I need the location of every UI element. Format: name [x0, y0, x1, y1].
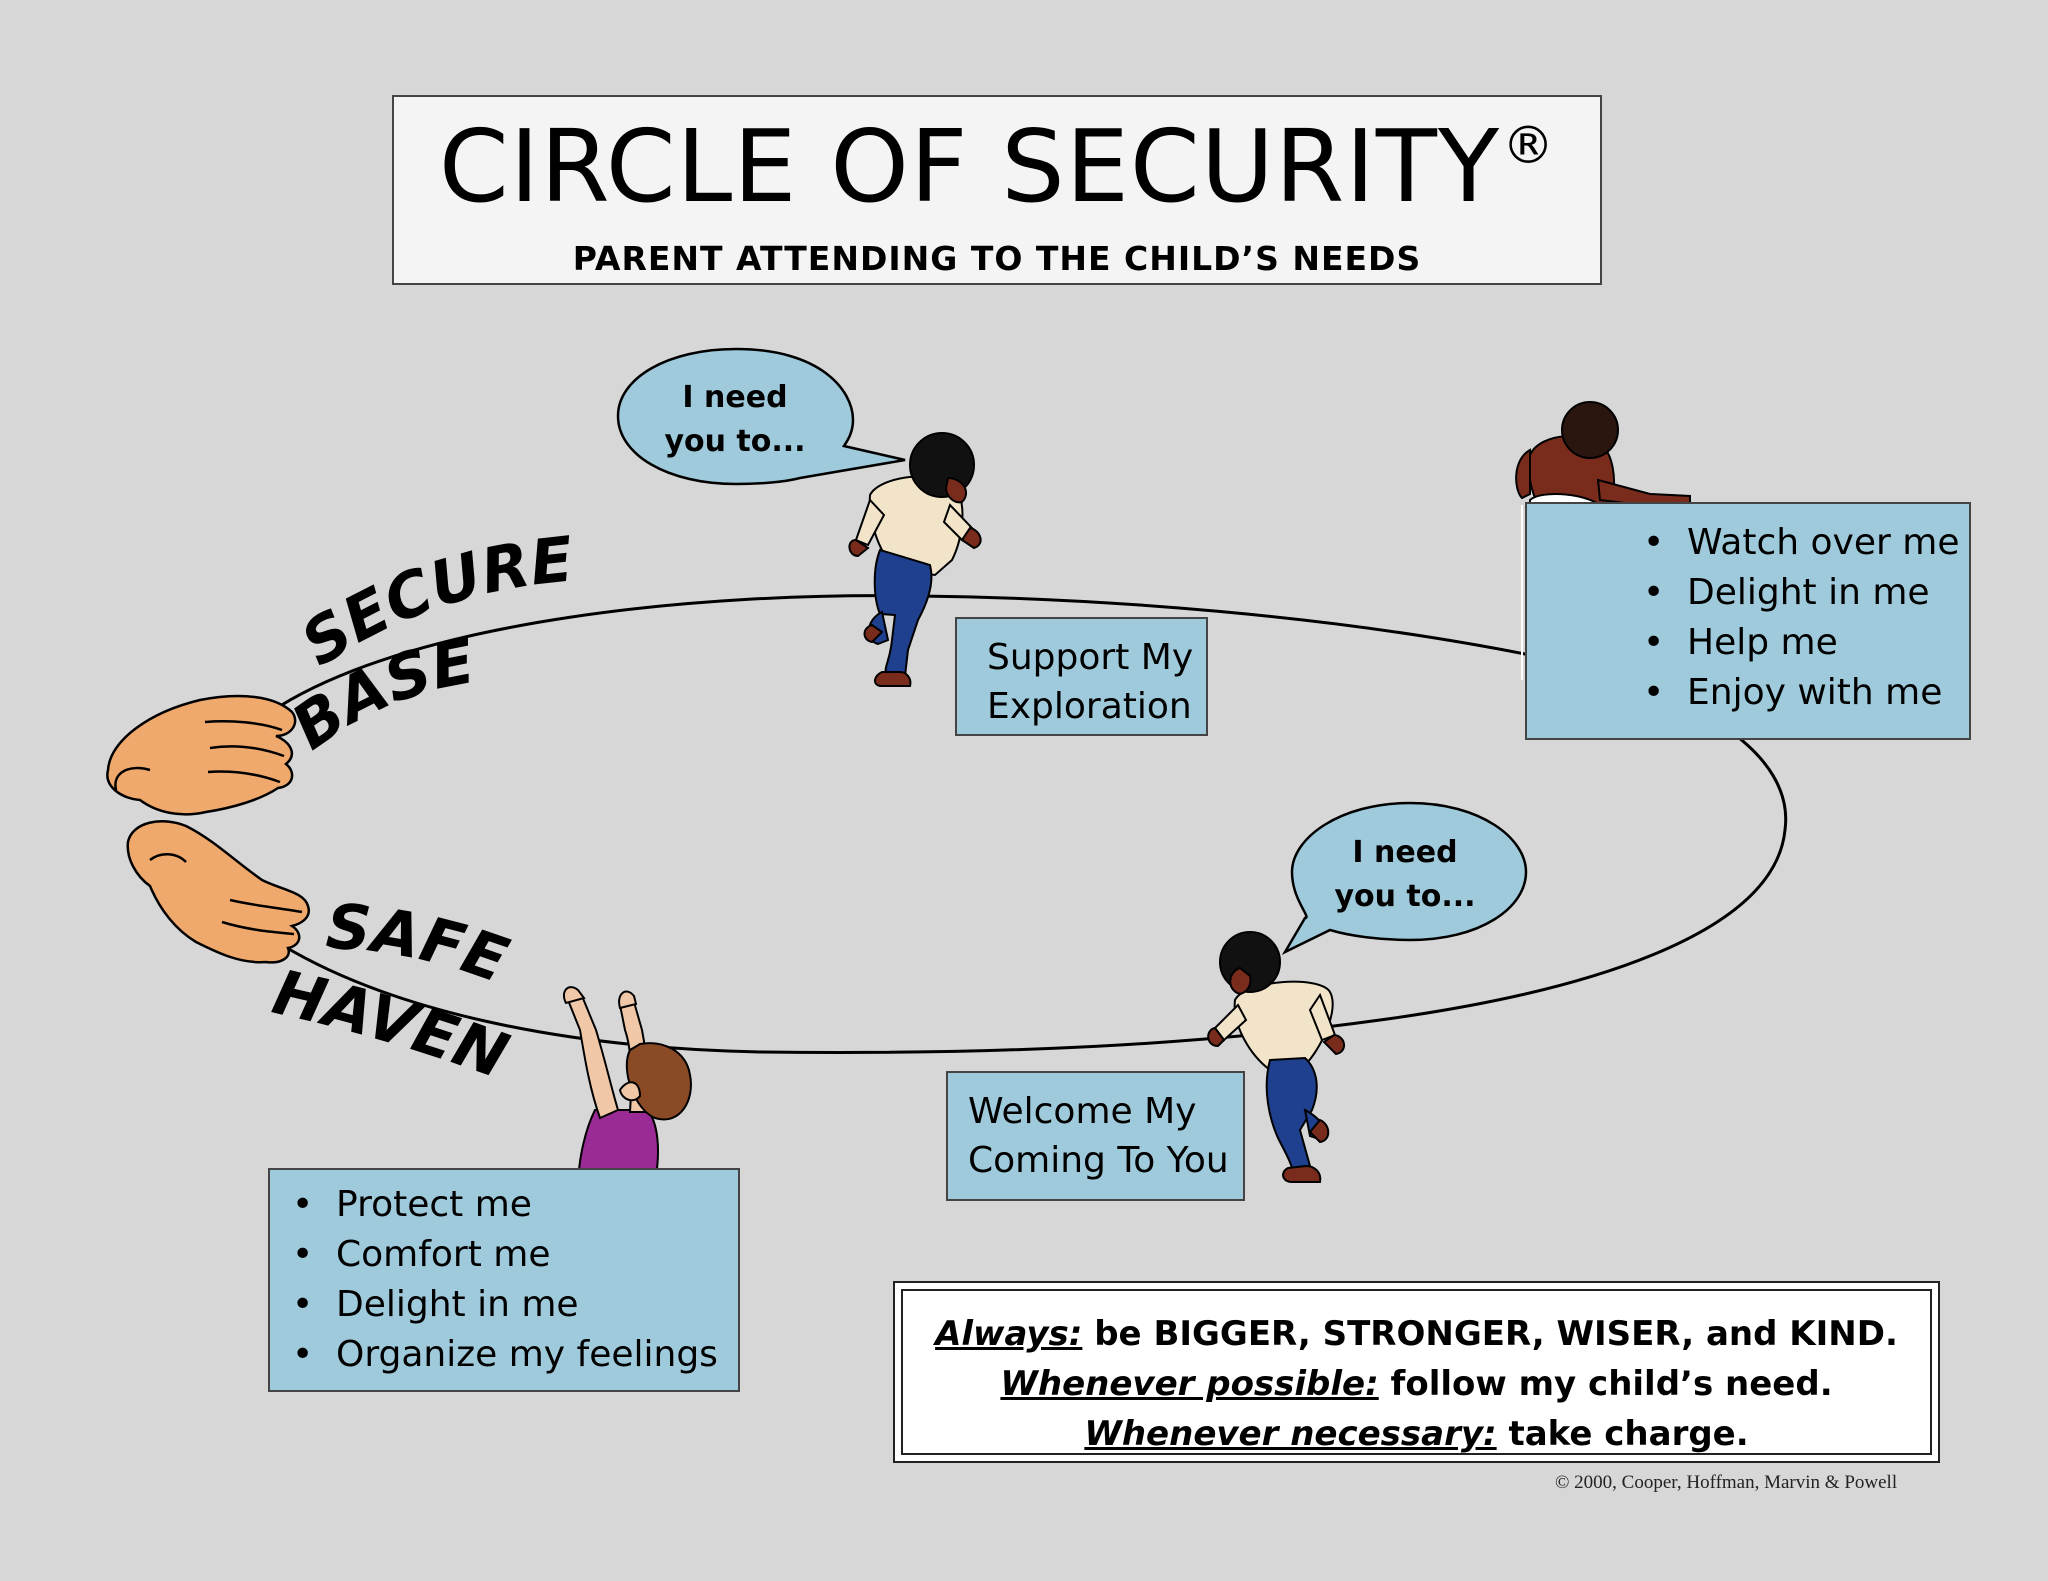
- guidance-line-1: Always: be BIGGER, STRONGER, WISER, and …: [903, 1309, 1930, 1359]
- guidance-box: Always: be BIGGER, STRONGER, WISER, and …: [893, 1281, 1940, 1463]
- list-item: Help me: [1643, 618, 1969, 668]
- whenever-necessary-label: Whenever necessary:: [1084, 1414, 1497, 1454]
- support-line2: Exploration: [987, 686, 1192, 727]
- list-item: Organize my feelings: [292, 1330, 738, 1380]
- page-title: CIRCLE OF SECURITY®: [394, 117, 1600, 217]
- support-line1: Support My: [987, 637, 1194, 678]
- lower-hand-icon: [126, 820, 311, 964]
- secure-base-needs-list: Watch over meDelight in meHelp meEnjoy w…: [1643, 518, 1969, 718]
- title-panel: CIRCLE OF SECURITY® PARENT ATTENDING TO …: [392, 95, 1602, 285]
- support-exploration-box: Support My Exploration: [955, 617, 1208, 736]
- guidance-line-3: Whenever necessary: take charge.: [903, 1409, 1930, 1459]
- guidance-line-2: Whenever possible: follow my child’s nee…: [903, 1359, 1930, 1409]
- safe-haven-needs-list: Protect meComfort meDelight in meOrganiz…: [292, 1180, 738, 1380]
- list-item: Protect me: [292, 1180, 738, 1230]
- upper-hand-icon: [106, 694, 297, 816]
- secure-base-needs-box: Watch over meDelight in meHelp meEnjoy w…: [1525, 502, 1971, 740]
- welcome-coming-box: Welcome My Coming To You: [946, 1071, 1245, 1201]
- list-item: Delight in me: [1643, 568, 1969, 618]
- list-item: Comfort me: [292, 1230, 738, 1280]
- toddler-returning-illustration: [1207, 931, 1345, 1183]
- title-text: CIRCLE OF SECURITY: [438, 108, 1501, 225]
- registered-mark: ®: [1502, 116, 1556, 176]
- welcome-line1: Welcome My: [968, 1091, 1197, 1132]
- whenever-possible-text: follow my child’s need.: [1378, 1364, 1833, 1404]
- bubble-top-line2: you to...: [664, 424, 806, 459]
- bubble-bottom-line2: you to...: [1334, 879, 1476, 914]
- always-text: be BIGGER, STRONGER, WISER, and KIND.: [1082, 1314, 1898, 1354]
- speech-bubble-top: [616, 347, 906, 486]
- speech-bubble-bottom: [1281, 801, 1528, 955]
- list-item: Enjoy with me: [1643, 668, 1969, 718]
- page-subtitle: PARENT ATTENDING TO THE CHILD’S NEEDS: [572, 239, 1422, 278]
- list-item: Watch over me: [1643, 518, 1969, 568]
- welcome-line2: Coming To You: [968, 1140, 1229, 1181]
- always-label: Always:: [935, 1314, 1083, 1354]
- bubble-top-line1: I need: [682, 380, 788, 415]
- whenever-necessary-text: take charge.: [1496, 1414, 1749, 1454]
- safe-haven-needs-box: Protect meComfort meDelight in meOrganiz…: [268, 1168, 740, 1392]
- copyright-notice: © 2000, Cooper, Hoffman, Marvin & Powell: [1555, 1472, 1898, 1493]
- toddler-exploring-illustration: [848, 432, 982, 687]
- list-item: Delight in me: [292, 1280, 738, 1330]
- speech-bubble-top-text: I need you to...: [660, 376, 810, 464]
- whenever-possible-label: Whenever possible:: [1000, 1364, 1379, 1404]
- speech-bubble-bottom-text: I need you to...: [1330, 831, 1480, 919]
- guidance-inner: Always: be BIGGER, STRONGER, WISER, and …: [901, 1289, 1932, 1455]
- bubble-bottom-line1: I need: [1352, 835, 1458, 870]
